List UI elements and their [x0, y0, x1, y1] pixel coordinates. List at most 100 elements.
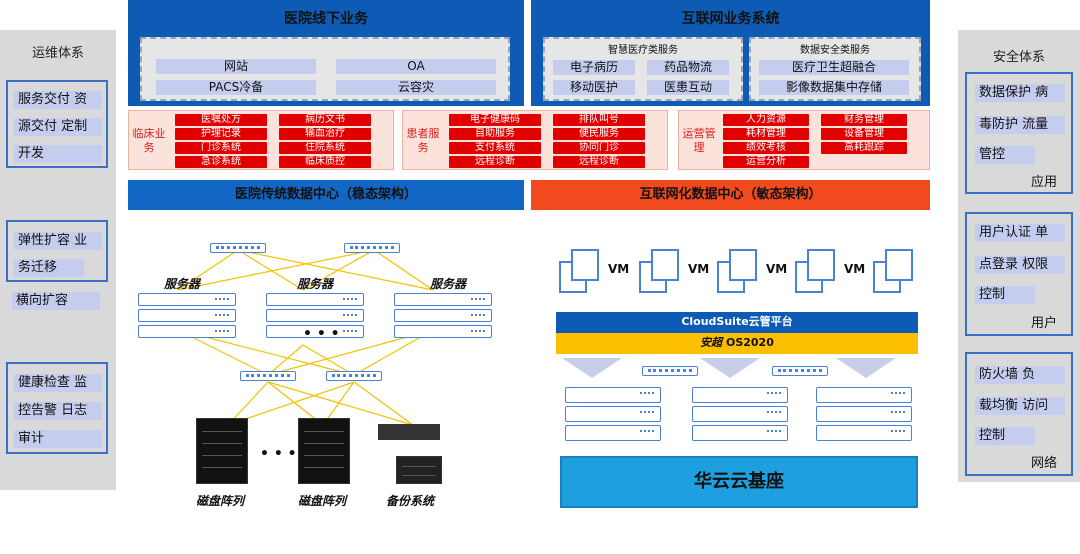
patient-tag: 支付系统 [449, 142, 541, 154]
internet-datacenter-bar: 互联网化数据中心（敏态架构） [531, 180, 930, 210]
core-switch [210, 243, 266, 253]
security-group-application: 数据保护 病 毒防护 流量 管控 应用 [965, 72, 1073, 194]
security-line: 管控 [975, 146, 1035, 164]
vm-icon [559, 249, 599, 293]
operations-tag: 运营分析 [723, 156, 809, 168]
security-line: 控制 [975, 427, 1035, 445]
hci-node [565, 406, 661, 422]
backup-server [378, 424, 440, 440]
ops-line: 健康检查 监 [14, 374, 102, 392]
ops-group-monitoring: 健康检查 监 控告警 日志 审计 [6, 362, 108, 454]
data-security-item: 医疗卫生超融合 [759, 60, 909, 75]
security-line: 数据保护 病 [975, 84, 1065, 102]
clinical-tag: 医嘱处方 [175, 114, 267, 126]
clinical-tag: 临床质控 [279, 156, 371, 168]
server-unit [394, 325, 492, 338]
data-security-title: 数据安全类服务 [800, 45, 870, 56]
offline-business-title: 医院线下业务 [284, 11, 368, 27]
server-unit [138, 325, 236, 338]
ops-line: 开发 [14, 145, 102, 163]
ops-line: 服务交付 资 [14, 91, 102, 109]
backup-caption: 备份系统 [386, 494, 435, 508]
resource-funnels [562, 358, 896, 378]
os-brand: 安超 [700, 336, 723, 349]
hci-node [816, 406, 912, 422]
server-label: 服务器 [297, 277, 334, 291]
vm-icon [639, 249, 679, 293]
security-line: 防火墙 负 [975, 366, 1065, 384]
clinical-tag: 住院系统 [279, 142, 371, 154]
vm-label: VM [766, 262, 788, 276]
operations-tag: 耗材管理 [723, 128, 809, 140]
offline-item: OA [336, 59, 496, 74]
security-footer: 用户 [1031, 316, 1058, 331]
operations-tag: 人力资源 [723, 114, 809, 126]
data-security-box: 数据安全类服务 医疗卫生超融合 影像数据集中存储 [749, 37, 921, 101]
smart-medical-title: 智慧医疗类服务 [608, 45, 678, 56]
ops-line: 务迁移 [14, 259, 84, 277]
security-panel: 安全体系 数据保护 病 毒防护 流量 管控 应用 用户认证 单 点登录 权限 控… [958, 30, 1080, 482]
operations-management-box: 运营管理 人力资源 财务管理 耗材管理 设备管理 绩效考核 高耗跟踪 运营分析 [678, 110, 930, 170]
server-unit [266, 293, 364, 306]
server-unit [138, 309, 236, 322]
ops-group-scaling: 弹性扩容 业 务迁移 [6, 220, 108, 282]
security-line: 毒防护 流量 [975, 116, 1065, 134]
ops-horizontal-scaling: 横向扩容 [12, 292, 100, 310]
patient-service-label: 患者服务 [406, 127, 440, 154]
data-security-item: 影像数据集中存储 [759, 80, 909, 95]
ops-panel-title: 运维体系 [31, 46, 84, 61]
disk-array-caption: 磁盘阵列 [196, 494, 245, 508]
disk-array [196, 418, 248, 484]
clinical-tag: 护理记录 [175, 128, 267, 140]
patient-tag: 远程诊断 [553, 156, 645, 168]
clinical-business-label: 临床业务 [132, 127, 166, 154]
operations-tag: 绩效考核 [723, 142, 809, 154]
traditional-datacenter-bar: 医院传统数据中心（稳态架构） [128, 180, 524, 210]
ops-line: 审计 [14, 430, 102, 448]
security-footer: 应用 [1031, 175, 1058, 190]
server-ellipsis: • • • [303, 326, 340, 342]
hci-node [565, 425, 661, 441]
security-line: 载均衡 访问 [975, 397, 1065, 415]
ops-line: 弹性扩容 业 [14, 232, 102, 250]
hci-node [816, 425, 912, 441]
offline-item: 网站 [156, 59, 316, 74]
security-line: 点登录 权限 [975, 256, 1065, 274]
internet-business-block: 互联网业务系统 智慧医疗类服务 电子病历 药品物流 移动医护 医患互动 数据安全… [531, 0, 930, 106]
core-switch [344, 243, 400, 253]
smart-medical-item: 药品物流 [647, 60, 729, 75]
security-line: 用户认证 单 [975, 224, 1065, 242]
server-unit [266, 325, 364, 338]
access-switch [240, 371, 296, 381]
ops-panel: 运维体系 服务交付 资 源交付 定制 开发 弹性扩容 业 务迁移 横向扩容 健康… [0, 30, 116, 490]
offline-business-block: 医院线下业务 网站 OA PACS冷备 云容灾 [128, 0, 524, 106]
access-switch [326, 371, 382, 381]
smart-medical-item: 移动医护 [553, 80, 635, 95]
clinical-tag: 输血治疗 [279, 128, 371, 140]
smart-medical-item: 电子病历 [553, 60, 635, 75]
smart-medical-box: 智慧医疗类服务 电子病历 药品物流 移动医护 医患互动 [543, 37, 743, 101]
security-line: 控制 [975, 286, 1035, 304]
patient-service-box: 患者服务 电子健康码 排队叫号 自助服务 便民服务 支付系统 协同门诊 远程诊断… [402, 110, 668, 170]
operations-management-label: 运营管理 [682, 127, 716, 154]
clinical-business-box: 临床业务 医嘱处方 病历文书 护理记录 输血治疗 门诊系统 住院系统 急诊系统 … [128, 110, 394, 170]
server-label: 服务器 [164, 277, 201, 291]
ops-line: 源交付 定制 [14, 118, 102, 136]
hci-node [816, 387, 912, 403]
offline-items-box: 网站 OA PACS冷备 云容灾 [140, 37, 510, 101]
hci-node [565, 387, 661, 403]
backup-tape-library [396, 456, 442, 484]
patient-tag: 排队叫号 [553, 114, 645, 126]
smart-medical-item: 医患互动 [647, 80, 729, 95]
patient-tag: 协同门诊 [553, 142, 645, 154]
vm-label: VM [688, 262, 710, 276]
clinical-tag: 门诊系统 [175, 142, 267, 154]
disk-array-caption: 磁盘阵列 [298, 494, 347, 508]
server-unit [394, 293, 492, 306]
storage-ellipsis: • • • [260, 446, 297, 462]
ops-line: 控告警 日志 [14, 402, 102, 420]
operations-tag: 设备管理 [821, 128, 907, 140]
patient-tag: 便民服务 [553, 128, 645, 140]
patient-tag: 自助服务 [449, 128, 541, 140]
clinical-tag: 急诊系统 [175, 156, 267, 168]
